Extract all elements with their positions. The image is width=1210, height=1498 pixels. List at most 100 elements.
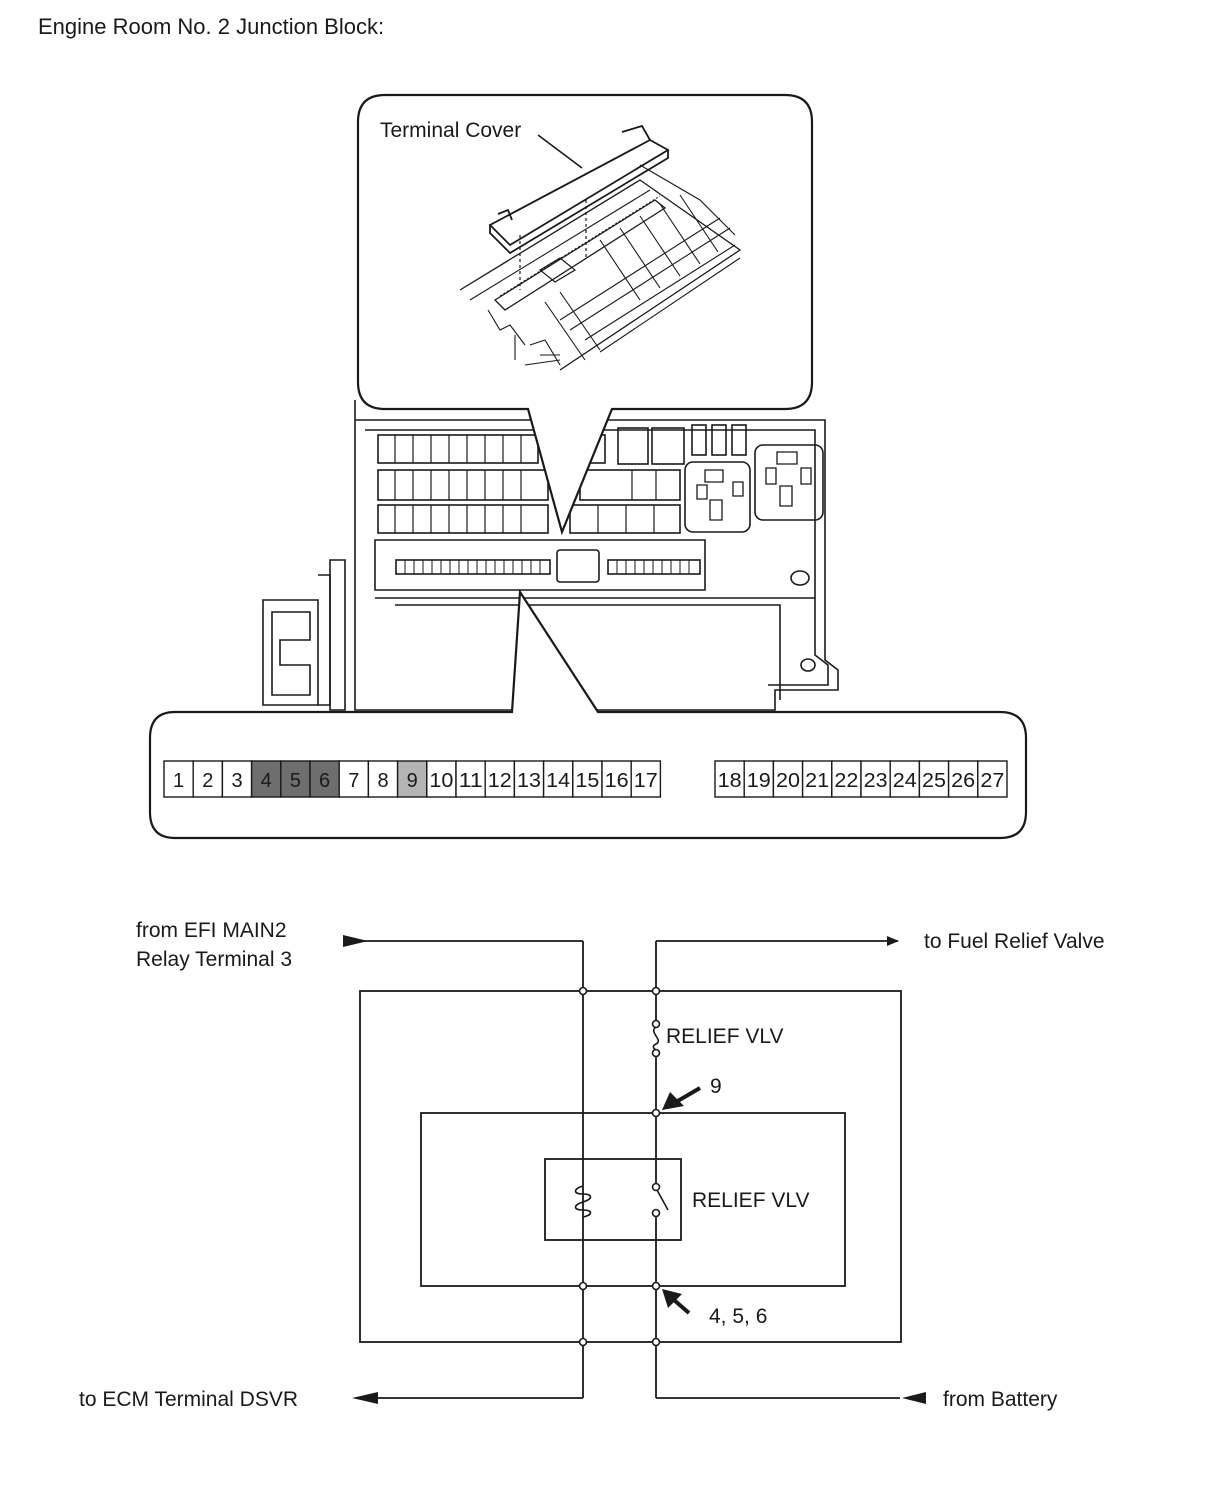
connector-pin-cell [367, 760, 399, 798]
connector-pin-20: 20 [772, 760, 804, 798]
connector-pin-cell [396, 760, 428, 798]
connector-pin-8: 8 [367, 760, 399, 798]
connector-pin-number: 12 [488, 770, 512, 792]
connector-pin-number: 10 [429, 770, 453, 792]
connector-pin-number: 23 [864, 770, 888, 792]
connector-pin-number: 16 [605, 770, 629, 792]
connector-pin-cell [542, 760, 574, 798]
connector-pin-number: 17 [634, 770, 658, 792]
terminal-cover-label: Terminal Cover [380, 119, 521, 142]
connector-pin-16: 16 [601, 760, 632, 798]
connector-pin-number: 6 [319, 770, 330, 792]
connector-pin-19: 19 [743, 760, 775, 798]
connector-pin-number: 1 [173, 770, 184, 792]
connector-pin-cell [221, 760, 253, 798]
connector-pin-number: 25 [922, 770, 946, 792]
connector-pin-number: 27 [980, 770, 1004, 792]
connector-pin-cell [280, 760, 311, 798]
connector-pin-25: 25 [918, 760, 950, 798]
relay-module-outline [420, 1112, 846, 1287]
connector-pin-number: 2 [202, 770, 213, 792]
connector-pin-number: 9 [407, 770, 418, 792]
connector-pin-9: 9 [396, 760, 428, 798]
connector-pin-3: 3 [221, 760, 253, 798]
terminal-cover-drawing [459, 124, 742, 371]
pin-9-label: 9 [710, 1075, 722, 1098]
page-title: Engine Room No. 2 Junction Block: [38, 14, 384, 39]
connector-pin-27: 27 [977, 760, 1008, 798]
junction-block-outline [359, 990, 902, 1343]
connector-pin-17: 17 [630, 760, 662, 798]
ecm-arrow [352, 1392, 378, 1404]
connector-pin-number: 19 [747, 770, 771, 792]
pin-9-pointer [662, 1086, 702, 1110]
connector-pin-15: 15 [572, 760, 603, 798]
connector-pin-cell [860, 760, 891, 798]
to-fuel-relief-label: to Fuel Relief Valve [924, 930, 1105, 953]
connector-pin-cell [338, 760, 370, 798]
connector-pin-14: 14 [542, 760, 574, 798]
relay-coil-symbol [574, 1185, 592, 1218]
connector-pin-number: 26 [951, 770, 975, 792]
connector-pin-number: 22 [834, 770, 858, 792]
junction-dots [578, 986, 661, 1347]
connector-pin-cell [572, 760, 603, 798]
connector-pin-cell [163, 760, 194, 798]
connector-pin-number: 14 [546, 770, 570, 792]
efi-arrow [343, 935, 368, 947]
to-ecm-label: to ECM Terminal DSVR [79, 1388, 298, 1411]
connector-pin-cell [977, 760, 1008, 798]
connector-pin-number: 5 [290, 770, 301, 792]
connector-pin-cell [630, 760, 662, 798]
connector-pin-number: 24 [893, 770, 917, 792]
connector-pin-12: 12 [484, 760, 516, 798]
connector-pin-1: 1 [163, 760, 194, 798]
connector-pin-26: 26 [947, 760, 979, 798]
connector-pin-23: 23 [860, 760, 891, 798]
connector-pin-11: 11 [455, 760, 486, 798]
connector-pin-number: 15 [575, 770, 599, 792]
connector-pin-18: 18 [714, 760, 745, 798]
connector-pin-number: 20 [776, 770, 800, 792]
connector-pin-number: 3 [231, 770, 242, 792]
from-battery-label: from Battery [943, 1388, 1058, 1411]
connector-pin-cell [918, 760, 950, 798]
battery-arrow [902, 1392, 926, 1404]
connector-pin-4: 4 [250, 760, 282, 798]
connector-pin-cell [309, 760, 340, 798]
relay-outline [544, 1158, 682, 1241]
pins-456-pointer [662, 1289, 691, 1315]
connector-pin-number: 7 [348, 770, 359, 792]
connector-pin-21: 21 [801, 760, 833, 798]
fuse-symbol [651, 1019, 661, 1058]
connector-pin-cell [801, 760, 833, 798]
connector-pin-number: 11 [459, 770, 483, 792]
connector-pin-13: 13 [513, 760, 545, 798]
relay-label: RELIEF VLV [692, 1189, 810, 1212]
connector-pin-cell [513, 760, 545, 798]
connector-pin-cell [192, 760, 224, 798]
connector-pin-cell [743, 760, 775, 798]
connector-pin-10: 10 [426, 760, 457, 798]
connector-pin-5: 5 [280, 760, 311, 798]
connector-pin-cell [426, 760, 457, 798]
connector-pin-number: 18 [718, 770, 742, 792]
wiring-schematic: RELIEF VLV RELIEF VLV 9 [79, 919, 1105, 1411]
connector-pin-number: 4 [261, 770, 272, 792]
fuse-row-2 [377, 469, 681, 501]
connector-pin-number: 21 [805, 770, 829, 792]
connector-pin-24: 24 [889, 760, 921, 798]
connector-pin-22: 22 [831, 760, 862, 798]
fuse-row-3 [377, 504, 681, 534]
connector-pin-2: 2 [192, 760, 224, 798]
connector-pin-number: 8 [377, 770, 388, 792]
connector-pin-6: 6 [309, 760, 340, 798]
relay-switch-symbol [651, 1182, 669, 1218]
fuse-label: RELIEF VLV [666, 1025, 784, 1048]
pins-456-label: 4, 5, 6 [709, 1305, 767, 1328]
from-efi-label-line1: from EFI MAIN2 [136, 919, 287, 942]
